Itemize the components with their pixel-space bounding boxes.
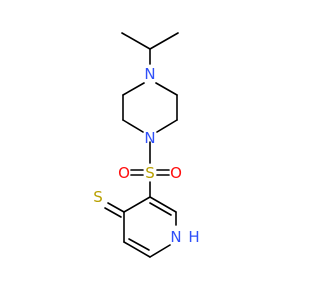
- bond-ring-c3-c2-b: [149, 202, 172, 216]
- atom-o-left: O: [118, 164, 130, 182]
- bond-pip-4: [156, 119, 178, 133]
- atom-h-ring: H: [188, 228, 199, 246]
- bond-cs-a: [107, 202, 125, 213]
- bond-methyl-left: [121, 32, 151, 50]
- bond-ring-c6-c5-a: [123, 241, 151, 258]
- atom-s-sulfonyl: S: [145, 164, 155, 182]
- atom-n-mid: N: [144, 129, 155, 147]
- bond-ring-c6-c5-b: [128, 238, 150, 251]
- bond-pip-1: [122, 82, 145, 96]
- bond-pip-6: [155, 82, 178, 96]
- bond-ring-n-c6: [149, 244, 171, 258]
- atom-o-right: O: [170, 164, 182, 182]
- atom-n-ring: N: [170, 228, 181, 246]
- bond-ring-c3-c2-a: [149, 196, 177, 213]
- atom-n-top: N: [144, 65, 155, 83]
- atom-s-thione: S: [93, 188, 103, 206]
- bond-cs-b: [104, 207, 122, 218]
- bond-pip-3: [122, 119, 144, 133]
- bond-ring-c3-c4-a: [123, 196, 151, 213]
- bond-methyl-right: [149, 32, 179, 50]
- molecule-structure: N N S O O S N H: [93, 32, 200, 258]
